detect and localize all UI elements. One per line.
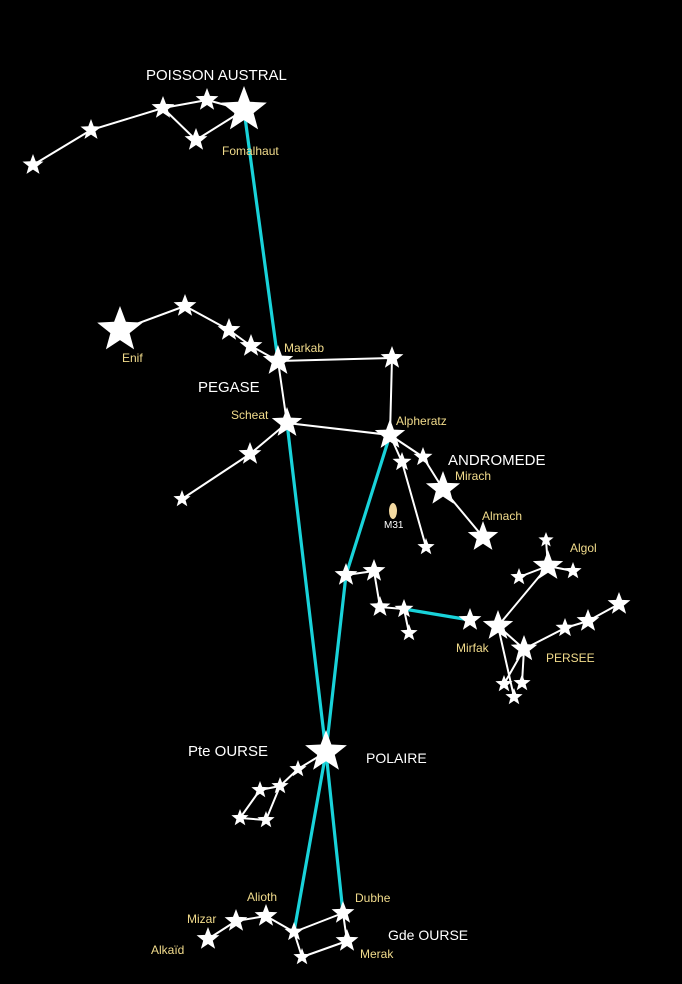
label-poisson-austral: POISSON AUSTRAL [146, 67, 287, 84]
star-a5-icon [362, 559, 386, 581]
star-a8-icon [400, 624, 418, 641]
star-pr5-icon [607, 592, 631, 614]
guide-line-a7-pr1 [402, 607, 472, 622]
star-scheat-icon [271, 407, 303, 436]
star-pr2-icon [510, 635, 538, 661]
star-pne-icon [380, 346, 404, 368]
star-u3-icon [251, 781, 269, 798]
label-pte-ourse: Pte OURSE [188, 743, 268, 760]
star-p5-icon [173, 490, 191, 507]
label-gde-ourse: Gde OURSE [388, 927, 468, 943]
constellation-line-scheat-alph [286, 422, 391, 436]
star-pr4-icon [576, 609, 600, 631]
star-pr7-icon [564, 562, 582, 579]
constellation-line-p4-p5 [181, 453, 251, 500]
label-andromede: ANDROMEDE [448, 452, 546, 469]
constellation-line-u5-u2 [265, 785, 281, 821]
star-a1-icon [392, 452, 412, 471]
constellation-line-a1-a3 [401, 461, 427, 548]
star-u2-icon [271, 777, 289, 794]
label-mirach: Mirach [455, 469, 491, 483]
star-pr3-icon [555, 618, 575, 637]
star-a4-icon [334, 563, 358, 585]
star-almach-icon [467, 521, 499, 550]
constellation-line-pa2-pa3 [90, 107, 164, 131]
constellation-line-p1-p2 [184, 305, 230, 331]
star-ug-icon [284, 922, 304, 941]
star-algol-icon [532, 550, 564, 579]
label-alioth: Alioth [247, 890, 277, 904]
star-pr11-icon [505, 688, 523, 705]
label-pegase: PEGASE [198, 379, 260, 396]
constellation-line-mirfak-pr11 [497, 625, 515, 698]
star-mizar-icon [224, 909, 248, 931]
guide-line-alph-a4 [344, 433, 392, 577]
star-a7-icon [394, 599, 414, 618]
star-pr8-icon [538, 532, 554, 547]
star-p4-icon [238, 442, 262, 464]
star-alioth-icon [254, 904, 278, 926]
star-markab-icon [262, 345, 294, 374]
star-merak-icon [335, 929, 359, 951]
label-almach: Almach [482, 509, 522, 523]
label-polaire: POLAIRE [366, 750, 427, 766]
label-scheat: Scheat [231, 408, 269, 422]
guide-lines [242, 108, 472, 934]
star-u5-icon [257, 811, 275, 828]
star-a3-icon [417, 538, 435, 555]
label-alpheratz: Alpheratz [396, 414, 447, 428]
star-uo-icon [293, 948, 311, 965]
star-a6-icon [369, 596, 391, 616]
label-enif: Enif [122, 351, 143, 365]
label-merak: Merak [360, 947, 394, 961]
star-alph-icon [374, 419, 406, 448]
label-mirfak: Mirfak [456, 641, 490, 655]
star-pa4-icon [195, 88, 219, 110]
label-fomalhaut: Fomalhaut [222, 144, 279, 158]
label-m31: M31 [384, 520, 404, 531]
guide-line-polaris-dubhe [324, 750, 345, 915]
star-p2-icon [217, 318, 241, 340]
star-pa3-icon [151, 96, 175, 118]
label-alkaid: Alkaïd [151, 943, 184, 957]
guide-line-a4-polaris [324, 573, 348, 754]
star-p3-icon [239, 334, 263, 356]
star-u1-icon [289, 760, 307, 777]
guide-line-fom-markab [242, 108, 280, 363]
star-alkaid-icon [196, 927, 220, 949]
star-mirfak-icon [482, 610, 514, 639]
m31-galaxy [389, 503, 397, 519]
constellation-line-markab-pne [277, 357, 393, 362]
star-pr1-icon [458, 608, 482, 630]
star-p1-icon [173, 294, 197, 316]
star-u4-icon [231, 809, 249, 826]
label-markab: Markab [284, 341, 324, 355]
guide-line-polaris-ug [292, 750, 328, 934]
label-persee: PERSEE [546, 651, 595, 665]
label-mizar: Mizar [187, 912, 216, 926]
star-fom-icon [221, 86, 267, 130]
star-pa1-icon [22, 154, 44, 174]
label-dubhe: Dubhe [355, 891, 391, 905]
stars [22, 86, 631, 965]
constellation-line-pa1-pa2 [32, 129, 92, 166]
star-pa2-icon [80, 119, 102, 139]
star-mirach-icon [425, 471, 461, 504]
star-pr10-icon [513, 674, 531, 691]
star-dubhe-icon [331, 901, 355, 923]
star-enif-icon [97, 306, 143, 350]
star-pr9-icon [495, 675, 513, 692]
star-pr6-icon [510, 568, 528, 585]
label-algol: Algol [570, 541, 597, 555]
constellation-line-ug-dubhe [293, 912, 344, 933]
star-a2-icon [413, 447, 433, 466]
star-pa5-icon [184, 128, 208, 150]
guide-line-scheat-polaris [285, 421, 328, 754]
star-polaris-icon [305, 730, 347, 770]
